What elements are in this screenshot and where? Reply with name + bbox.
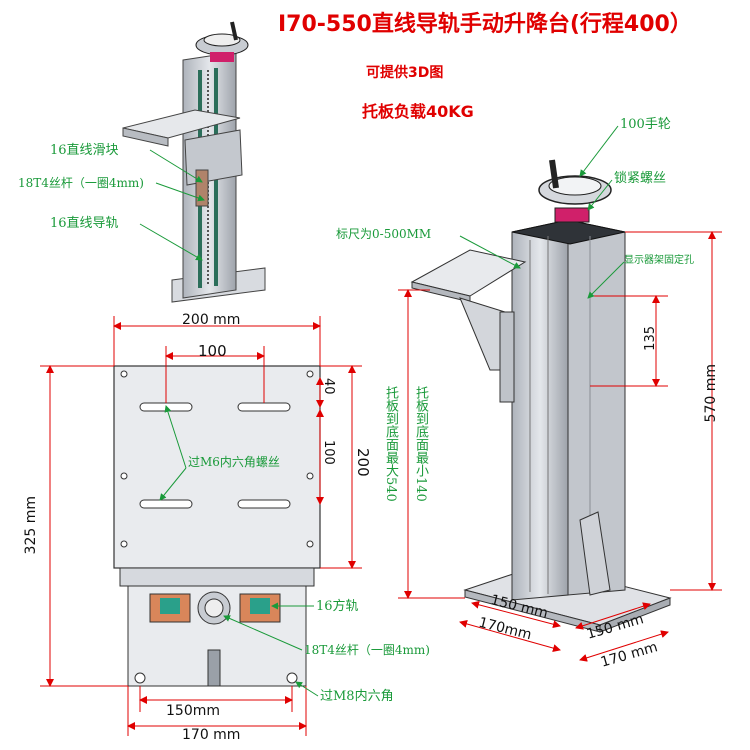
dim-total-height: 325 mm [23, 496, 39, 555]
dimension-lines [40, 231, 722, 736]
label-min-height: 托板到底面最小140 [413, 386, 428, 502]
note-3d: 可提供3D图 [366, 65, 444, 81]
dim-plate-width: 200 mm [182, 312, 241, 328]
machine-3d-large [410, 159, 672, 633]
dim-column-height: 570 mm [703, 364, 719, 423]
diagram-title: I70-550直线导轨手动升降台(行程400） [278, 12, 692, 37]
label-slider: 16直线滑块 [50, 143, 119, 158]
label-handwheel: 100手轮 [620, 117, 671, 132]
dim-slot-gap-100: 100 [321, 440, 336, 465]
label-max-height: 托板到底面最大540 [383, 386, 398, 502]
label-square-rail: 16方轨 [316, 599, 359, 614]
label-m6-screw: 过M6内六角螺丝 [188, 455, 280, 469]
label-m8: 过M8内六角 [320, 689, 394, 704]
label-display-hole: 显示器架固定孔 [624, 255, 694, 266]
label-screw-front: 18T4丝杆（一圈4mm) [304, 643, 430, 657]
machine-3d-small [122, 21, 266, 303]
label-rail: 16直线导轨 [50, 216, 119, 231]
dim-slot-spacing: 100 [198, 342, 227, 360]
dim-plate-depth: 200 [354, 448, 372, 477]
dim-base-inner: 150mm [166, 703, 220, 719]
label-scale: 标尺为0-500MM [336, 227, 432, 241]
dim-hole-spacing: 135 [643, 326, 658, 351]
leader-lines [139, 125, 625, 697]
machine-front-view [113, 365, 321, 687]
dim-slot-gap-40: 40 [321, 378, 336, 395]
label-screw-top: 18T4丝杆（一圈4mm) [18, 176, 144, 190]
label-lock-screw: 锁紧螺丝 [614, 171, 667, 186]
load-note: 托板负载40KG [362, 102, 474, 121]
dim-base-outer: 170 mm [182, 727, 241, 743]
